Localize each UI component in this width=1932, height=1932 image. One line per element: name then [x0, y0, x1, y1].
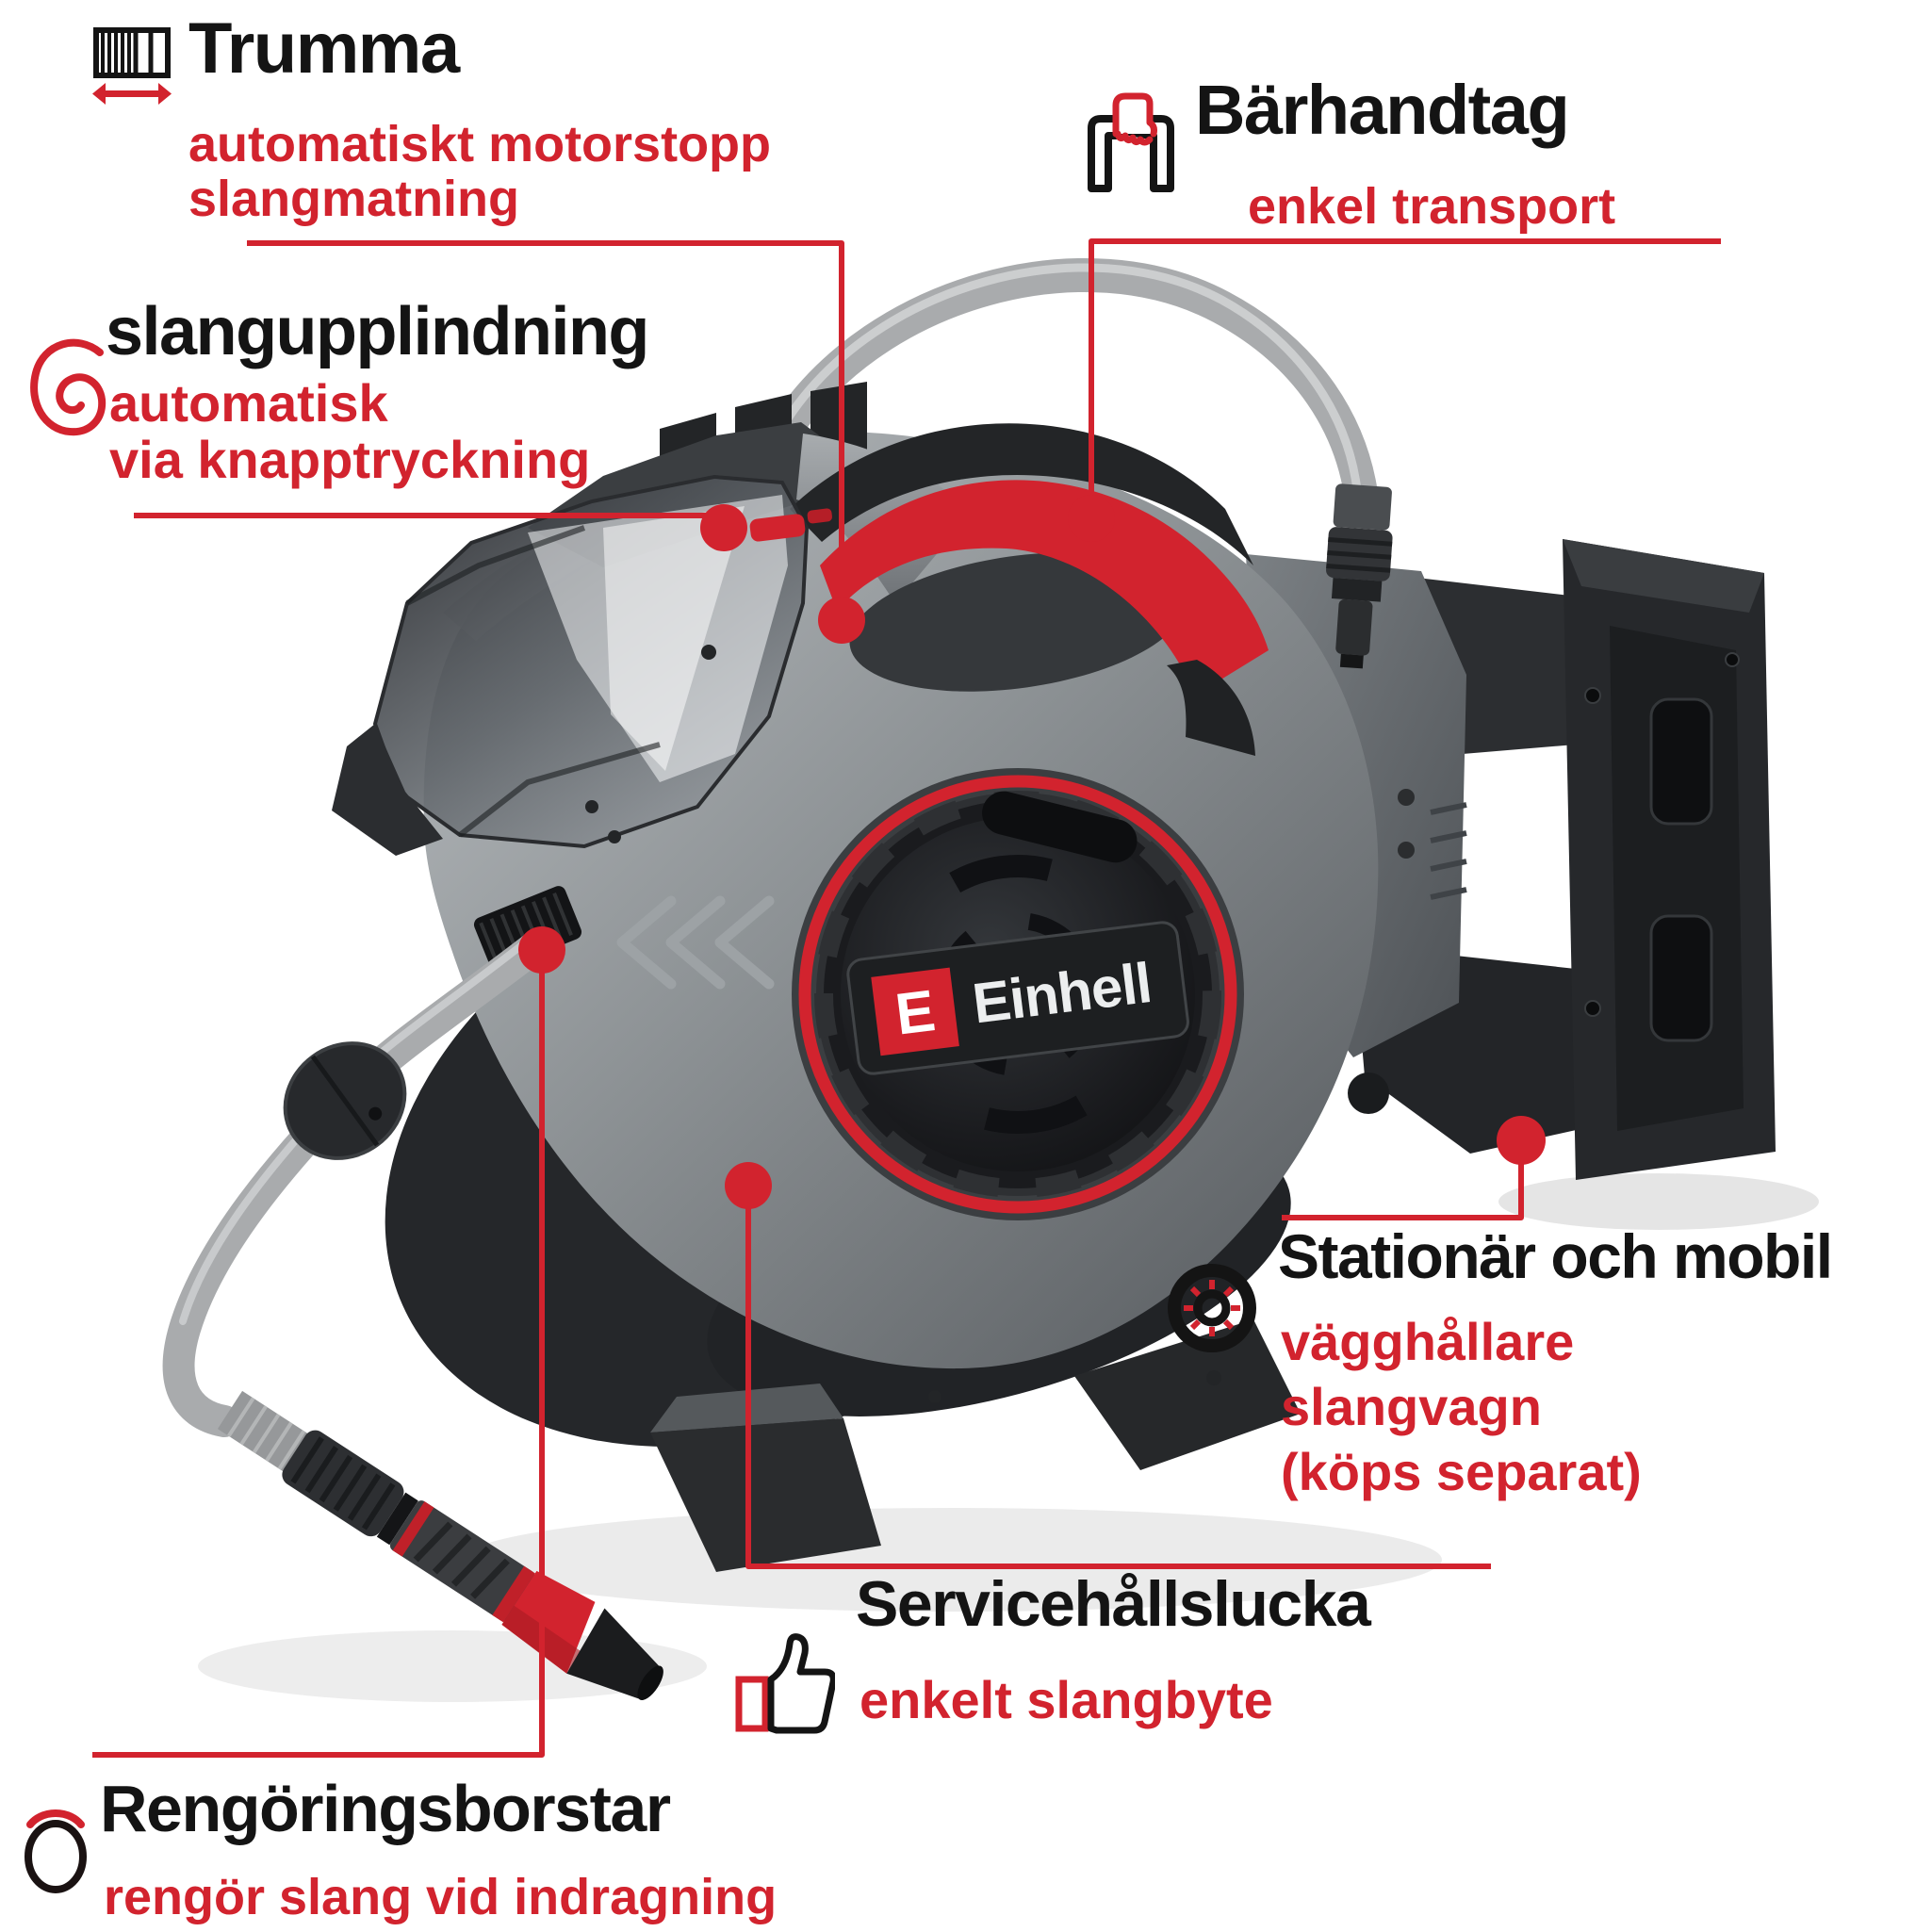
callout-line-borstar — [92, 961, 545, 1758]
hand-grip-handle-icon — [1088, 92, 1174, 192]
reel-hub: E Einhell — [792, 768, 1244, 1220]
callout-dot-stationar — [1497, 1116, 1546, 1165]
feature-subtitle: vägghållare slangvagn (köps separat) — [1281, 1312, 1642, 1501]
spiral-icon — [30, 338, 106, 436]
feature-title: Stationär och mobil — [1278, 1221, 1833, 1291]
feature-subtitle: automatisk via knapptryckning — [109, 373, 591, 490]
callout-dot-barhandtag — [1068, 495, 1115, 542]
callout-dot-borstar — [518, 926, 565, 974]
callout-line-trumma — [247, 240, 844, 603]
feature-title: slangupplindning — [106, 294, 649, 369]
feature-title: Bärhandtag — [1195, 71, 1570, 149]
callout-dots — [518, 495, 1546, 1209]
callout-dot-slangupplindning — [700, 504, 747, 551]
drum-width-arrows-icon — [92, 27, 172, 105]
release-button — [749, 508, 832, 542]
callout-line-service — [745, 1195, 1491, 1569]
feature-subtitle: enkelt slangbyte — [860, 1670, 1273, 1729]
callout-dot-service — [725, 1162, 772, 1209]
chevron-arrows — [616, 895, 775, 990]
hub-red-ring — [798, 775, 1237, 1214]
thumbs-up-icon — [735, 1633, 835, 1734]
einhell-badge: E Einhell — [846, 921, 1189, 1075]
hose-stopper-ball — [283, 1041, 407, 1160]
brush-outlet — [473, 886, 582, 971]
feature-title: Trumma — [188, 8, 460, 89]
face-screw-holes — [585, 645, 1221, 1403]
carry-handle-grip-red — [820, 480, 1269, 696]
hose-connector — [1326, 483, 1393, 669]
feature-subtitle: enkel transport — [1248, 178, 1616, 235]
battery-cover-window — [332, 474, 810, 856]
callout-line-barhandtag — [1089, 238, 1721, 499]
carry-handle — [790, 423, 1269, 756]
callout-dot-trumma — [818, 597, 865, 644]
brush-ring-icon — [25, 1809, 87, 1893]
feature-subtitle: automatiskt motorstopp slangmatning — [188, 116, 772, 228]
einhell-logo-red-square — [871, 967, 959, 1056]
feature-subtitle: rengör slang vid indragning — [104, 1869, 778, 1925]
einhell-logo-e: E — [892, 978, 939, 1048]
feature-title: Rengöringsborstar — [100, 1772, 671, 1845]
top-hose — [771, 257, 1380, 526]
callout-line-stationar — [1282, 1152, 1524, 1220]
wheel-icon — [1168, 1264, 1256, 1352]
feature-title: Servicehållslucka — [856, 1568, 1371, 1640]
